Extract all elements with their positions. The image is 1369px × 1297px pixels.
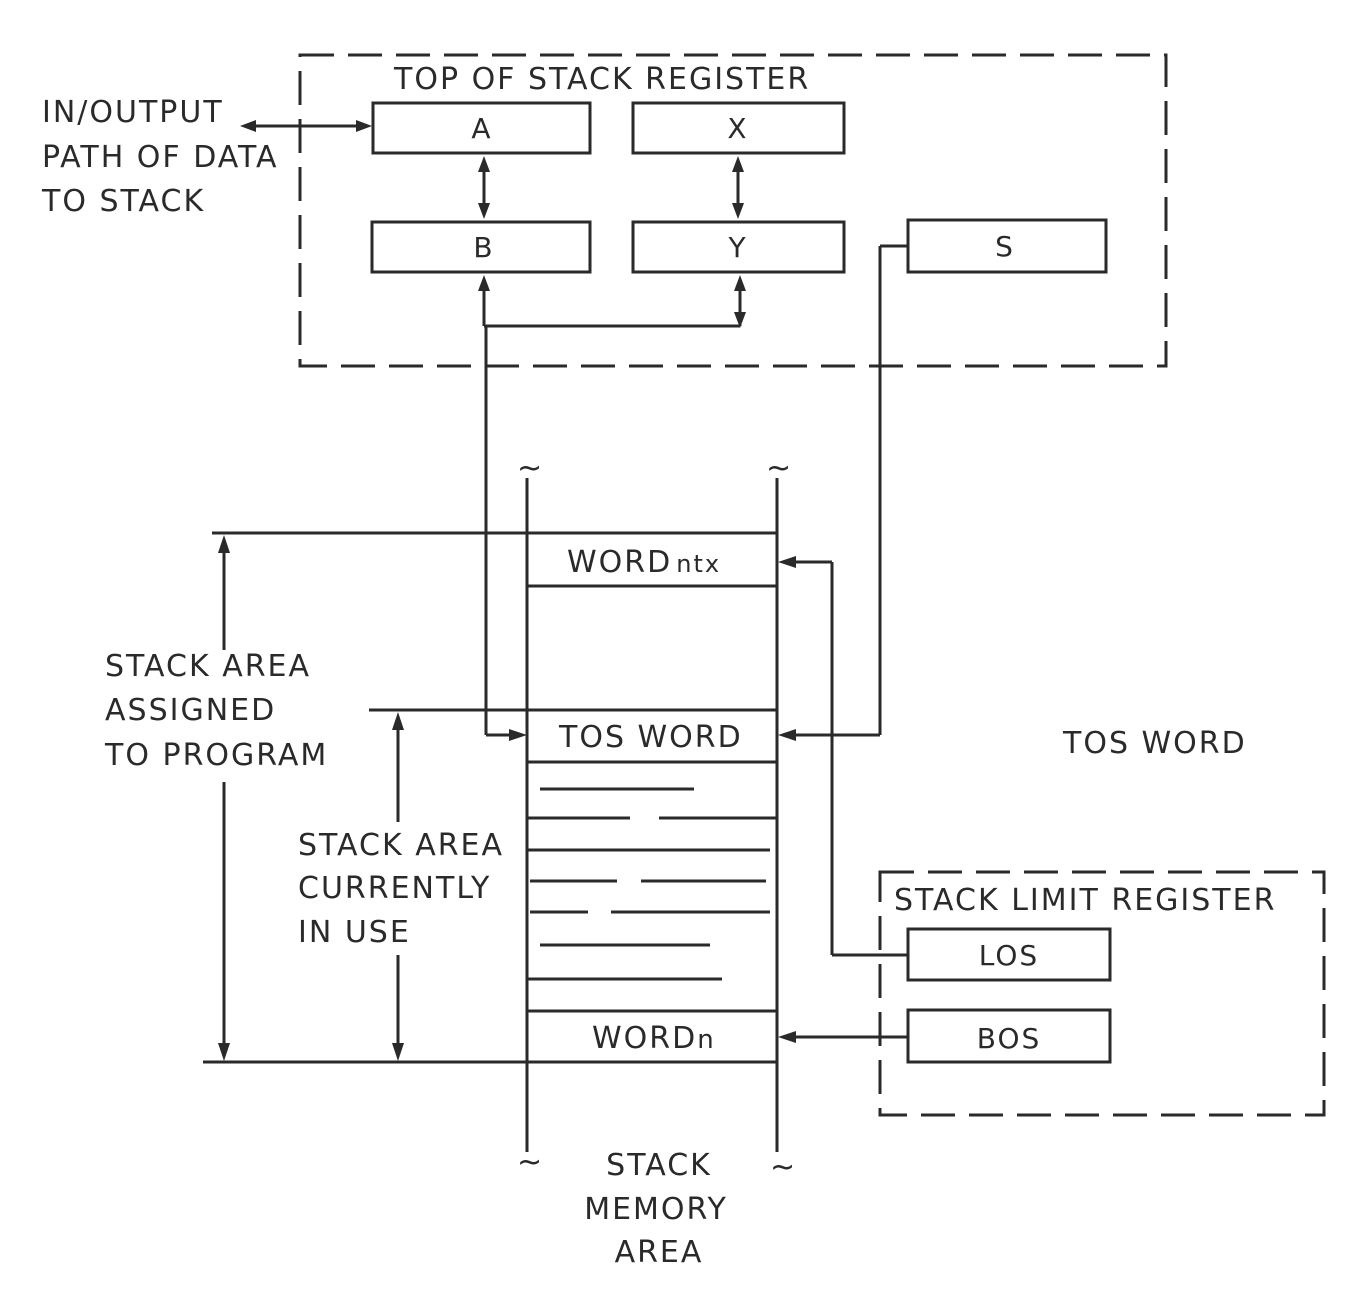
a-b-bidirectional-arrow	[478, 156, 490, 219]
top-of-stack-register-frame	[298, 53, 1168, 368]
bus-to-tos-word-arrow	[484, 326, 527, 741]
stack-area-assigned-line-1: STACK AREA	[105, 649, 311, 684]
io-path-label-line-2: PATH OF DATA	[42, 140, 278, 175]
svg-text:S: S	[995, 230, 1015, 263]
stack-area-assigned-dimension	[218, 535, 230, 1061]
svg-text:BOS: BOS	[977, 1022, 1042, 1055]
stack-memory-label-line-2: MEMORY	[584, 1192, 728, 1227]
stack-area-in-use-line-2: CURRENTLY	[298, 871, 491, 906]
stack-limit-register-frame	[878, 870, 1326, 1117]
b-y-bus	[478, 275, 746, 328]
tos-word-side-label: TOS WORD	[1062, 726, 1247, 761]
io-path-label-line-3: TO STACK	[41, 184, 205, 219]
tos-word-label: TOS WORD	[558, 720, 743, 755]
io-path-label-line-1: IN/OUTPUT	[42, 95, 224, 130]
top-of-stack-register-title: TOP OF STACK REGISTER	[393, 62, 810, 97]
register-x: X	[631, 101, 846, 155]
register-bos: BOS	[906, 1008, 1112, 1064]
word-n-label: WORDn	[592, 1021, 716, 1056]
io-path-arrow	[240, 120, 372, 132]
bos-to-word-n-arrow	[778, 1031, 908, 1043]
stack-area-assigned-line-3: TO PROGRAM	[104, 738, 328, 773]
svg-text:Y: Y	[727, 231, 747, 264]
stack-area-in-use-dimension	[392, 712, 404, 1061]
svg-text:B: B	[473, 231, 494, 264]
s-to-tos-word-arrow	[778, 244, 908, 741]
register-y: Y	[631, 220, 846, 274]
stack-memory-label-line-3: AREA	[615, 1235, 704, 1270]
stack-area-assigned-line-2: ASSIGNED	[105, 693, 276, 728]
stack-area-in-use-line-1: STACK AREA	[298, 828, 504, 863]
stack-memory-label-line-1: STACK	[606, 1148, 712, 1183]
stack-memory-column	[525, 478, 779, 1152]
tilde-bottom-left: ~	[517, 1145, 544, 1180]
register-los: LOS	[906, 927, 1112, 982]
svg-text:A: A	[471, 112, 492, 145]
register-b: B	[370, 220, 592, 274]
tilde-top-left: ~	[517, 451, 544, 486]
tilde-bottom-right: ~	[770, 1150, 797, 1185]
stack-content-lines	[527, 787, 777, 981]
tilde-top-right: ~	[766, 451, 793, 486]
stack-limit-register-title: STACK LIMIT REGISTER	[894, 883, 1276, 918]
los-to-word-ntx-arrow	[778, 556, 908, 957]
x-y-bidirectional-arrow	[732, 156, 744, 219]
register-a: A	[371, 101, 592, 155]
svg-text:LOS: LOS	[979, 939, 1039, 972]
stack-area-in-use-line-3: IN USE	[298, 915, 411, 950]
register-s: S	[906, 218, 1108, 274]
svg-text:X: X	[727, 112, 748, 145]
